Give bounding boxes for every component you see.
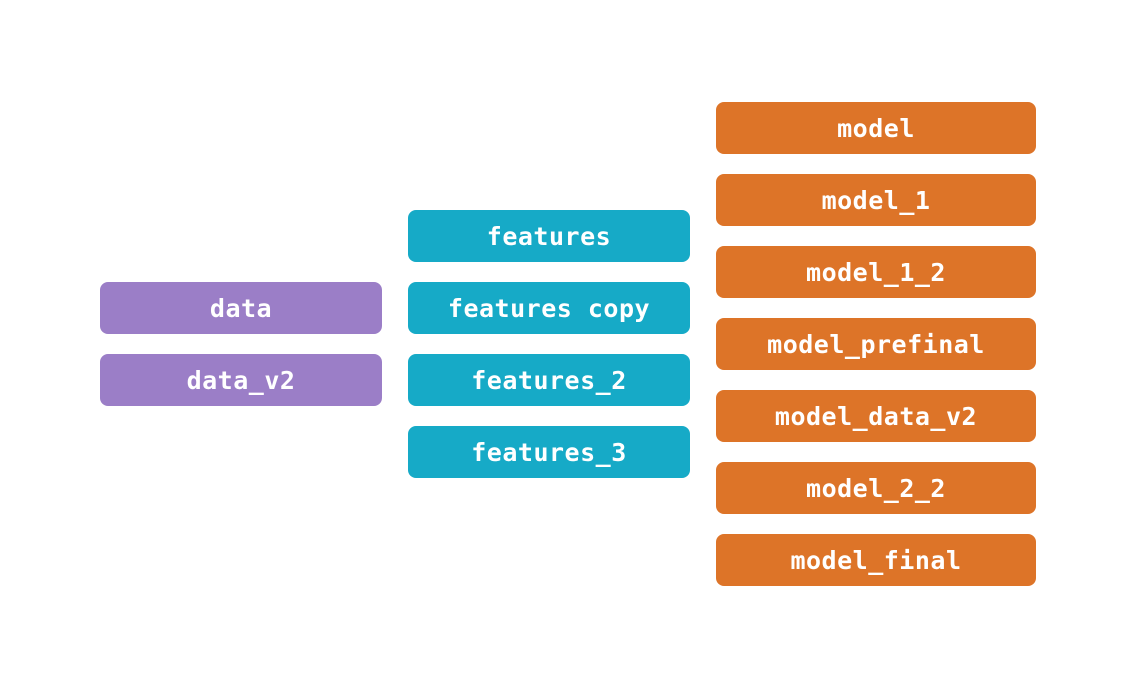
node-model[interactable]: model — [716, 102, 1036, 154]
node-model-1-2[interactable]: model_1_2 — [716, 246, 1036, 298]
column-model-nodes: model model_1 model_1_2 model_prefinal m… — [716, 0, 1036, 688]
node-features-2[interactable]: features_2 — [408, 354, 690, 406]
node-features-3[interactable]: features_3 — [408, 426, 690, 478]
node-data[interactable]: data — [100, 282, 382, 334]
node-model-1[interactable]: model_1 — [716, 174, 1036, 226]
node-data-v2[interactable]: data_v2 — [100, 354, 382, 406]
node-features-copy[interactable]: features copy — [408, 282, 690, 334]
node-features[interactable]: features — [408, 210, 690, 262]
column-features-nodes: features features copy features_2 featur… — [408, 0, 690, 688]
node-model-data-v2[interactable]: model_data_v2 — [716, 390, 1036, 442]
column-data-nodes: data data_v2 — [100, 0, 382, 688]
node-model-prefinal[interactable]: model_prefinal — [716, 318, 1036, 370]
node-model-final[interactable]: model_final — [716, 534, 1036, 586]
node-model-2-2[interactable]: model_2_2 — [716, 462, 1036, 514]
